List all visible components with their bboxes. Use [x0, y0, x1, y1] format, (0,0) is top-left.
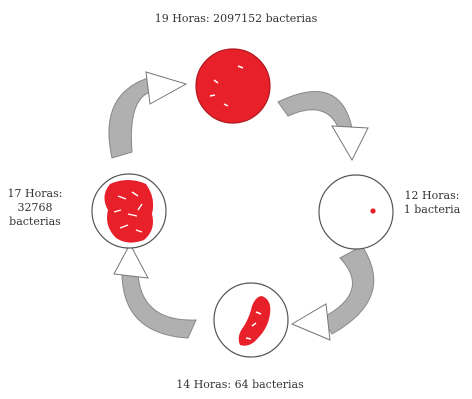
arrow-top-right	[278, 92, 368, 160]
arrow-top-left	[109, 72, 186, 158]
petri-dish-17h	[92, 174, 166, 248]
arrow-bottom-left	[114, 244, 196, 338]
petri-dish-12h	[319, 175, 393, 249]
bacterium-dot	[370, 208, 375, 213]
petri-dish-19h	[196, 49, 270, 123]
petri-dish-14h	[214, 283, 288, 357]
arrow-bottom-right	[292, 246, 374, 340]
